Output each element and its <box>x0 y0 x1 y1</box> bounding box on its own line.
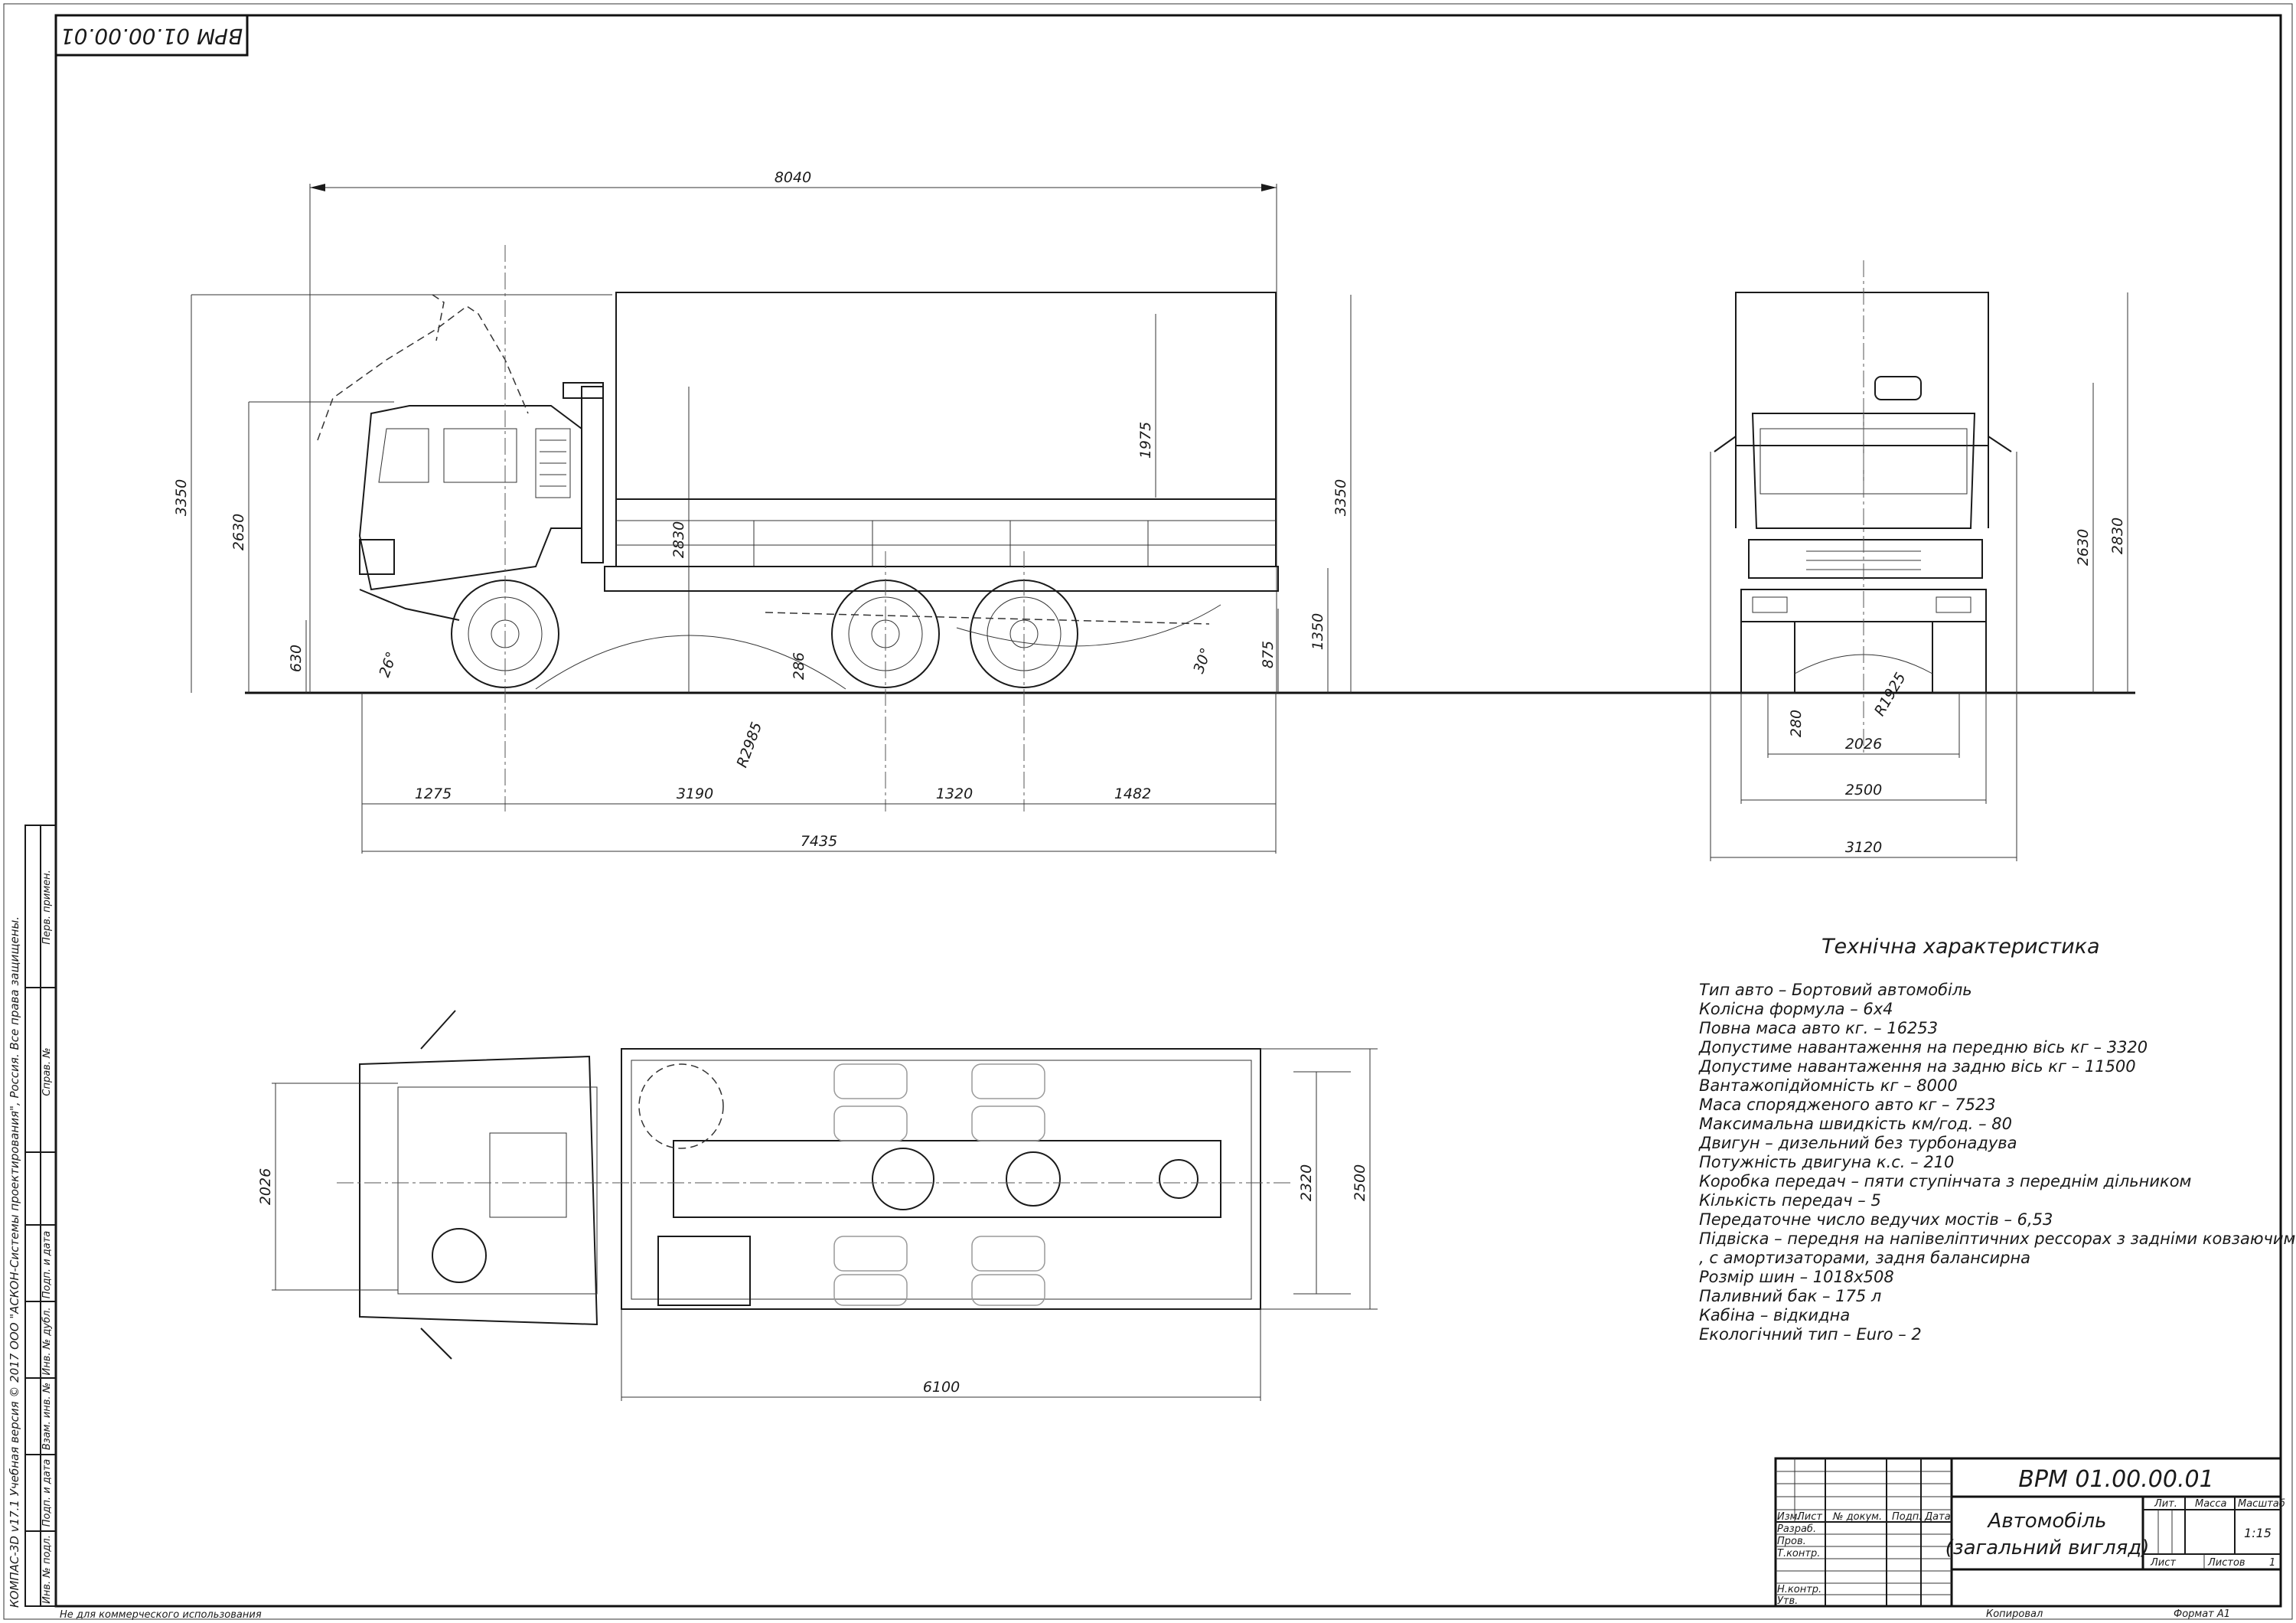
front-dim-clearance: 280 <box>1788 710 1805 737</box>
dim-wheelbase-total: 7435 <box>801 833 837 850</box>
spec-line-0: Тип авто – Бортовий автомобіль <box>1699 981 1972 999</box>
dim-rear-low: 875 <box>1260 641 1277 668</box>
tb-name-line1: Автомобіль <box>1987 1510 2107 1533</box>
strip-label-orig-inv: Инв. № подл. <box>41 1535 53 1604</box>
spec-line-16: Паливний бак – 175 л <box>1699 1287 1881 1305</box>
tb-role-approve: Утв. <box>1777 1595 1798 1607</box>
strip-label-first-use: Перв. примен. <box>41 870 53 945</box>
spec-line-18: Екологічний тип – Euro – 2 <box>1699 1325 1922 1344</box>
tb-scale-value: 1:15 <box>2244 1526 2272 1540</box>
dim-approach-angle: 26° <box>376 649 400 679</box>
spec-line-4: Допустиме навантаження на задню вісь кг … <box>1698 1057 2136 1076</box>
specs-title: Технічна характеристика <box>1821 935 2100 958</box>
front-view: 2026 2500 3120 2630 2830 280 R1925 <box>1710 260 2128 861</box>
top-dim-track: 2026 <box>257 1168 274 1205</box>
top-dim-platform-length: 6100 <box>923 1379 960 1396</box>
dim-cab-height: 2630 <box>230 514 247 550</box>
tb-sheets-value: 1 <box>2269 1557 2275 1569</box>
strip-label-repl-inv: Взам. инв. № <box>41 1383 53 1450</box>
rotated-code-box: ВРМ 01.00.00.01 <box>54 14 249 57</box>
tb-drawing-code: ВРМ 01.00.00.01 <box>2018 1466 2213 1493</box>
spec-line-3: Допустиме навантаження на передню вісь к… <box>1698 1038 2148 1056</box>
side-view: 8040 3350 2630 630 3350 1350 875 2830 19… <box>173 169 2135 854</box>
tb-name-line2: (загальний вигляд) <box>1945 1536 2150 1559</box>
spec-line-12: Передаточне число ведучих мостів – 6,53 <box>1699 1210 2053 1229</box>
spec-line-11: Кількість передач – 5 <box>1699 1191 1881 1210</box>
tb-scale-label: Масштаб <box>2238 1498 2285 1510</box>
dim-bumper-height: 630 <box>288 645 305 672</box>
spec-line-7: Максимальна швидкість км/год. – 80 <box>1699 1115 2012 1133</box>
tb-col-doc: № докум. <box>1832 1511 1882 1523</box>
title-block: Изм. Лист № докум. Подп. Дата Разраб. Пр… <box>1774 1457 2285 1620</box>
tb-mass-label: Масса <box>2195 1498 2226 1510</box>
tb-role-dev: Разраб. <box>1777 1523 1816 1535</box>
spec-line-17: Кабіна – відкидна <box>1699 1306 1850 1324</box>
front-dim-track: 2026 <box>1845 736 1882 753</box>
spec-line-13: Підвіска – передня на напівеліптичних ре… <box>1699 1229 2296 1248</box>
spec-line-1: Колісна формула – 6х4 <box>1699 1000 1893 1018</box>
strip-label-ref-no: Справ. № <box>41 1047 53 1096</box>
tb-copied: Копировал <box>1986 1608 2043 1620</box>
front-dim-width-mirrors: 3120 <box>1845 839 1882 856</box>
dim-front-to-mid: 3190 <box>677 785 713 802</box>
dim-ground-clearance: 286 <box>791 652 807 680</box>
spec-line-8: Двигун – дизельний без турбонадува <box>1698 1134 2017 1152</box>
tb-format: Формат А1 <box>2174 1608 2230 1620</box>
tb-col-list: Лист <box>1796 1511 1822 1523</box>
tb-sheets-label: Листов <box>2207 1557 2245 1569</box>
front-dim-height-frame: 2830 <box>2109 518 2126 554</box>
noncommercial-note: Не для коммерческого использования <box>60 1609 262 1621</box>
sheet-frame <box>3 3 2293 1620</box>
front-dim-height-cab: 2630 <box>2075 529 2092 566</box>
tb-role-ncontrol: Н.контр. <box>1777 1584 1821 1595</box>
tb-col-date: Дата <box>1924 1511 1951 1523</box>
spec-line-6: Маса спорядженого авто кг – 7523 <box>1699 1096 1996 1114</box>
dim-mid-to-rear: 1320 <box>936 785 973 802</box>
dim-departure-angle: 30° <box>1190 645 1215 675</box>
top-dim-frame-inner: 2320 <box>1298 1164 1315 1201</box>
license-vertical-text: КОМПАС-3D v17.1 Учебная версия © 2017 ОО… <box>8 916 21 1608</box>
top-view: 2026 2320 2500 6100 <box>257 1010 1378 1401</box>
dim-height-total: 3350 <box>173 479 190 516</box>
tb-role-tcontrol: Т.контр. <box>1777 1548 1820 1559</box>
dim-rear-frame: 1350 <box>1309 613 1326 650</box>
dim-frame-height: 2830 <box>670 521 687 558</box>
front-dim-width-body: 2500 <box>1845 782 1882 798</box>
spec-line-9: Потужність двигуна к.с. – 210 <box>1699 1153 1954 1171</box>
tb-sheet-label: Лист <box>2150 1557 2176 1569</box>
dim-rear-overhang: 1482 <box>1114 785 1151 802</box>
tb-col-izm: Изм. <box>1777 1511 1801 1523</box>
spec-line-15: Розмір шин – 1018х508 <box>1699 1268 1894 1286</box>
front-dim-radius: R1925 <box>1871 670 1910 719</box>
spec-line-10: Коробка передач – пяти ступінчата з пере… <box>1699 1172 2192 1190</box>
strip-label-dup-inv: Инв. № дубл. <box>41 1308 53 1376</box>
tech-specs: Технічна характеристика Тип авто – Борто… <box>1698 935 2296 1344</box>
strip-label-sign-date-1: Подп. и дата <box>41 1231 53 1299</box>
top-dim-width: 2500 <box>1352 1164 1368 1201</box>
tb-role-check: Пров. <box>1777 1536 1806 1547</box>
dim-body-height: 1975 <box>1137 422 1154 459</box>
left-side-strip: Перв. примен. Справ. № Подп. и дата Инв.… <box>8 825 57 1608</box>
spec-line-2: Повна маса авто кг. – 16253 <box>1699 1019 1938 1037</box>
dim-height-right: 3350 <box>1332 479 1349 516</box>
dim-radius-side: R2985 <box>733 720 765 769</box>
rotated-drawing-code: ВРМ 01.00.00.01 <box>60 24 243 49</box>
spec-line-5: Вантажопідйомність кг – 8000 <box>1699 1076 1958 1095</box>
strip-label-sign-date-2: Подп. и дата <box>41 1459 53 1527</box>
dim-overall-length: 8040 <box>775 169 811 186</box>
tb-lit-label: Лит. <box>2154 1498 2177 1510</box>
dim-front-overhang: 1275 <box>415 785 452 802</box>
spec-line-14: , с амортизаторами, задня балансирна <box>1699 1249 2030 1267</box>
tb-col-sign: Подп. <box>1892 1511 1922 1523</box>
